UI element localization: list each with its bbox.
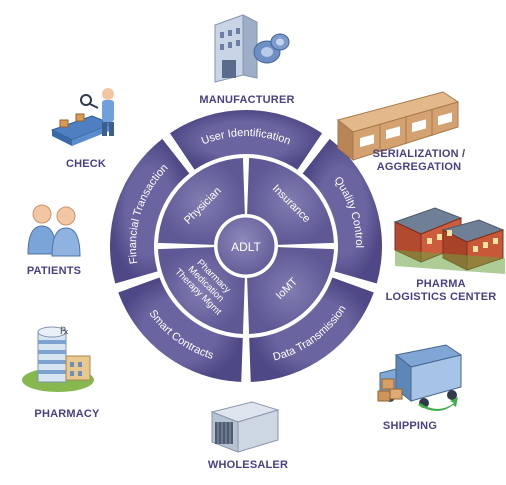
inner-segment-iomt — [247, 247, 334, 334]
inner-ring — [158, 158, 334, 334]
inner-segment-pharmacy-mtm — [158, 247, 245, 334]
pharmacy-building-icon: ℞ — [22, 326, 94, 392]
barcode-boxes-icon — [336, 91, 460, 162]
node-label-wholesaler-line1: WHOLESALER — [207, 459, 289, 471]
warehouse-icon — [393, 207, 505, 274]
node-label-pharmacy-line1: PHARMACY — [34, 408, 100, 420]
node-label-serialization-line1: SERIALIZATION / — [372, 148, 466, 160]
inner-segment-physician — [158, 158, 245, 245]
node-label-patients: PATIENTS — [14, 265, 94, 278]
rx-symbol-icon: ℞ — [60, 326, 69, 337]
center-label: ADLT — [231, 240, 261, 254]
delivery-truck-icon — [377, 344, 463, 411]
node-label-pharma-logistics: PHARMA LOGISTICS CENTER — [380, 278, 502, 304]
node-label-pharmacy: PHARMACY — [22, 408, 112, 421]
outer-segment-data-transmission — [249, 277, 374, 382]
node-label-wholesaler: WHOLESALER — [198, 459, 298, 472]
outer-segment-quality-control — [302, 138, 383, 284]
warehouse-gate-icon — [210, 401, 280, 453]
inspection-conveyor-icon — [50, 88, 114, 146]
node-label-manufacturer-line1: MANUFACTURER — [199, 94, 295, 106]
node-label-pharma-logistics-line2: LOGISTICS CENTER — [385, 291, 497, 303]
node-label-check: CHECK — [56, 158, 116, 171]
factory-building-icon — [214, 14, 290, 83]
node-label-serialization: SERIALIZATION / AGGREGATION — [360, 148, 478, 174]
people-icon — [27, 204, 81, 257]
center-circle — [214, 214, 278, 278]
inner-segment-insurance — [247, 158, 334, 245]
node-label-pharma-logistics-line1: PHARMA — [416, 278, 466, 290]
outer-segment-user-identification — [169, 109, 323, 170]
outer-segment-smart-contracts — [118, 277, 243, 382]
outer-ring — [110, 109, 383, 382]
node-label-shipping-line1: SHIPPING — [382, 420, 438, 432]
node-label-shipping: SHIPPING — [370, 420, 450, 433]
node-label-manufacturer: MANUFACTURER — [186, 94, 308, 107]
outer-segment-financial-transaction — [110, 138, 190, 284]
node-label-serialization-line2: AGGREGATION — [376, 161, 462, 173]
node-label-patients-line1: PATIENTS — [26, 265, 82, 277]
node-label-check-line1: CHECK — [65, 158, 107, 170]
